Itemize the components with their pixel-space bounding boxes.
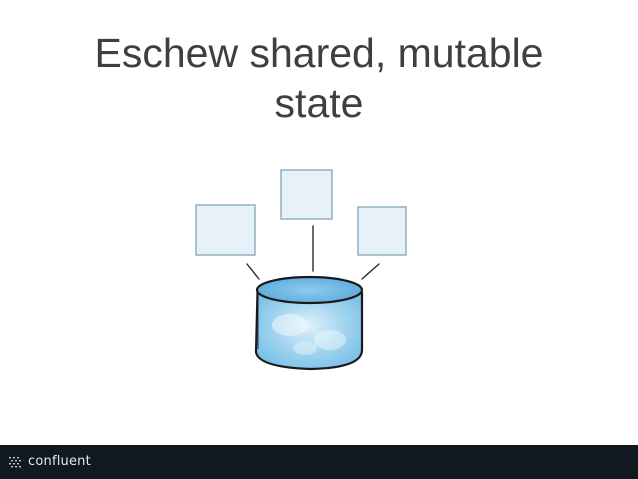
connector-left	[246, 263, 260, 280]
slide-title-line-1: Eschew shared, mutable	[94, 30, 544, 76]
confluent-logo: confluent	[8, 454, 91, 470]
connector-right	[361, 263, 380, 280]
process-box-center	[280, 169, 333, 220]
process-box-right	[357, 206, 407, 256]
confluent-logo-icon	[9, 457, 21, 468]
slide-title-line-2: state	[274, 80, 364, 126]
logo-text: confluent	[28, 454, 91, 469]
slide-title: Eschew shared, mutable state	[0, 28, 638, 128]
process-box-left	[195, 204, 256, 256]
footer-bar: confluent	[0, 445, 638, 479]
shared-database-icon	[254, 275, 364, 371]
